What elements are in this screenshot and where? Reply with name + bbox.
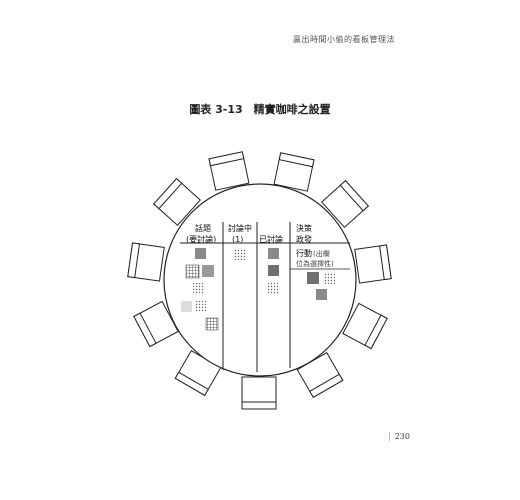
sticky-note [268,248,279,259]
column-label-discussed: 已討論 [259,234,283,244]
sticky-note [323,272,335,284]
topic-notes [181,248,219,331]
sticky-note [181,301,192,312]
chair [241,376,277,410]
column-label-topics-sub: (要討論) [186,234,216,244]
sticky-note [193,283,205,295]
column-label-topics: 話題 [195,223,211,233]
chair [133,300,179,348]
chair [296,351,344,399]
running-header: 贏出時間小偷的看板管理法 [293,35,395,44]
chair [342,302,388,350]
sticky-note [195,248,206,259]
column-label-discussing-sub: (1) [232,235,243,244]
page-footer: |230 [388,432,410,441]
chair [321,179,369,229]
column-label-decision-sub: 政發 [296,234,312,244]
sticky-note [202,265,214,277]
chair [273,152,315,192]
chair [208,151,250,191]
column-label-discussing: 討論中 [228,223,252,233]
sticky-note [307,272,319,284]
chair [127,242,165,282]
figure-title: 圖表 3-13 精實咖啡之設置 [189,103,331,116]
column-note: 位為選擇性) [296,259,334,268]
page-number: 230 [394,432,410,441]
sticky-note [316,289,327,300]
column-label-decision: 決策 [296,223,312,233]
discussed-notes [268,248,279,294]
sticky-note [205,317,219,331]
sticky-note [195,301,206,312]
footer-separator: | [388,432,391,441]
sticky-note [234,248,246,260]
sticky-note [268,265,279,276]
chair [354,244,392,284]
column-label-action: 行動 [296,248,312,258]
column-note: (出欄 [313,249,330,258]
sticky-note [185,264,200,279]
chair [153,177,201,227]
action-notes [307,272,335,300]
sticky-note [268,283,279,294]
chairs [127,151,392,410]
